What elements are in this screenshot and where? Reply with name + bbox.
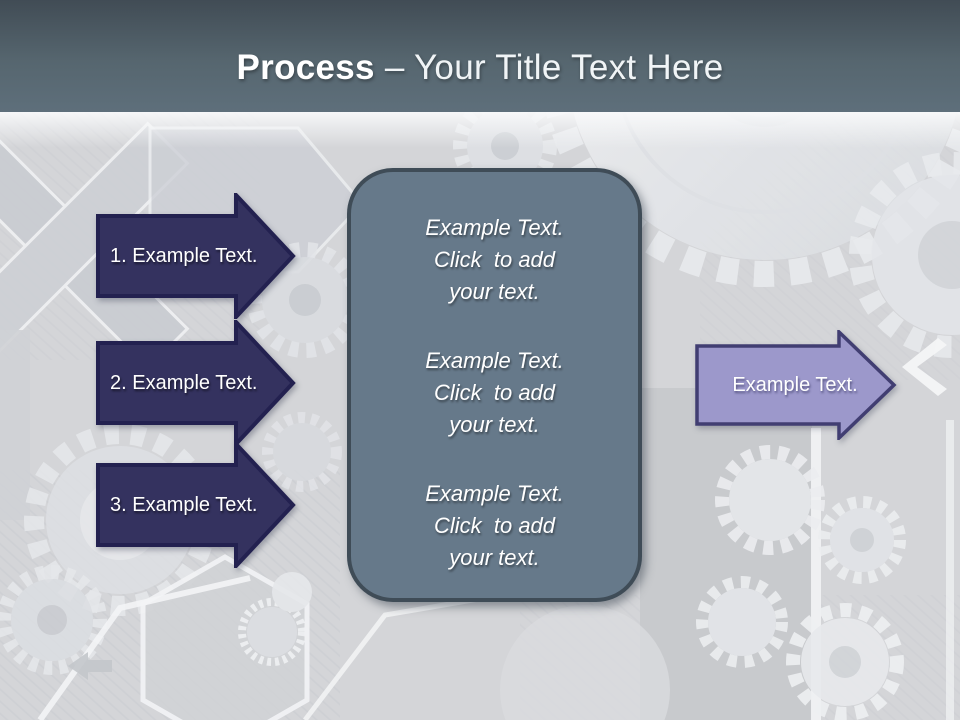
gear-bottom-left xyxy=(0,565,107,675)
title-rest: – Your Title Text Here xyxy=(374,48,724,87)
slot-line-2 xyxy=(946,420,954,720)
step-2-label: 2. Example Text. xyxy=(110,371,258,394)
panel-paragraph-1: Example Text. Click to add your text. xyxy=(359,212,630,308)
right-arrow-shape xyxy=(96,320,296,446)
disc-bottom-center xyxy=(500,605,670,720)
paragraph-line: Click to add xyxy=(433,247,556,272)
output-arrow-label: Example Text. xyxy=(732,373,858,396)
paragraph-line: Example Text. xyxy=(425,481,564,506)
right-arrow-shape xyxy=(695,330,897,440)
slide-title[interactable]: Process – Your Title Text Here xyxy=(0,0,960,112)
step-3-label: 3. Example Text. xyxy=(110,493,258,516)
output-arrow[interactable]: Example Text. xyxy=(695,330,899,440)
step-1-label: 1. Example Text. xyxy=(110,244,258,267)
chevron-left-small xyxy=(68,652,112,680)
title-emphasis: Process xyxy=(236,48,375,87)
plate-outline-1 xyxy=(37,575,251,720)
paragraph-line: Click to add xyxy=(433,513,556,538)
paragraph-line: your text. xyxy=(449,545,540,570)
paragraph-line: Example Text. xyxy=(425,348,564,373)
paragraph-line: Example Text. xyxy=(425,215,564,240)
panel-paragraph-2: Example Text. Click to add your text. xyxy=(359,345,630,441)
paragraph-line: your text. xyxy=(449,279,540,304)
chevron-right xyxy=(902,338,947,396)
gear-cluster-bottom-right xyxy=(696,445,906,720)
right-arrow-shape xyxy=(96,442,296,568)
title-bar xyxy=(0,0,960,112)
paragraph-line: Click to add xyxy=(433,380,556,405)
process-step-arrow-2[interactable]: 2. Example Text. xyxy=(96,320,296,446)
process-step-arrow-3[interactable]: 3. Example Text. xyxy=(96,442,296,568)
gear-fine-bottom-center xyxy=(238,572,312,666)
gear-mid-left-2 xyxy=(262,412,342,492)
x-brace xyxy=(0,121,190,520)
paragraph-line: your text. xyxy=(449,412,540,437)
process-step-arrow-1[interactable]: 1. Example Text. xyxy=(96,193,296,319)
gear-right-edge xyxy=(849,152,960,358)
panel-paragraph-3: Example Text. Click to add your text. xyxy=(359,478,630,574)
slot-line-1 xyxy=(811,428,821,720)
right-arrow-shape xyxy=(96,193,296,319)
panel-right-dark xyxy=(640,388,812,720)
center-text-panel[interactable]: Example Text. Click to add your text. Ex… xyxy=(347,168,642,602)
